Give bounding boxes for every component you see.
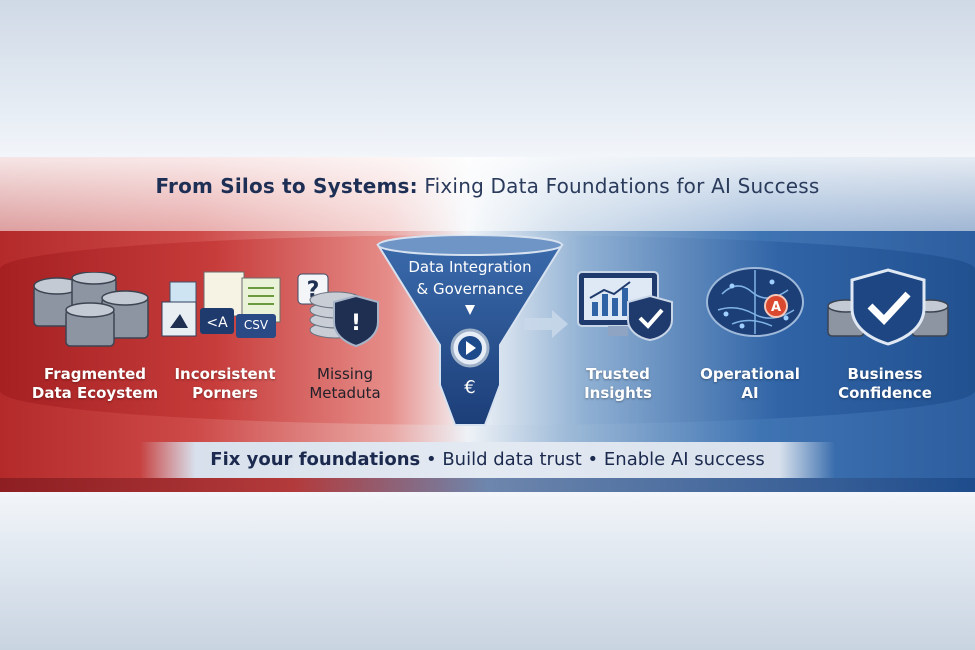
question-shield-icon: ? ! [297,273,379,348]
svg-text:€: € [464,377,475,398]
problem-1-line2: Data Ecoystem [31,384,159,402]
bottom-bar [0,478,975,492]
funnel-line2: & Governance [416,280,524,298]
banner [0,157,975,492]
outcome-label-1: Trusted Insights [570,365,666,403]
svg-text:<A: <A [206,315,228,331]
outcome-2-line1: Operational [700,365,800,383]
title-main: From Silos to Systems: [155,174,418,198]
funnel-label: Data Integration & Governance [380,256,560,300]
outcome-label-2: Operational AI [690,365,810,403]
problem-2-line2: Porners [192,384,258,402]
documents-icon: <A [161,271,281,338]
csv-tag: CSV [243,318,269,332]
problem-3-line2: Metaduta [309,384,381,402]
footer-band [140,442,835,478]
title-sub: Fixing Data Foundations for AI Success [424,174,820,198]
arrow-right-icon [524,310,568,338]
page-title: From Silos to Systems: Fixing Data Found… [0,174,975,198]
problem-label-2: Incorsistent Porners [160,365,290,403]
problem-2-line1: Incorsistent [174,365,276,383]
problem-3-line1: Missing [317,365,373,383]
problem-label-3: Missing Metaduta [290,365,400,403]
problem-1-line1: Fragmented [43,365,147,383]
svg-text:A: A [771,300,781,315]
monitor-shield-icon [577,271,673,342]
footer-part2: Build data trust [442,449,582,470]
outcome-3-line1: Business [847,365,923,383]
footer-tagline: Fix your foundations • Build data trust … [0,449,975,470]
outcome-1-line1: Trusted [586,365,650,383]
title-strip [0,157,975,231]
svg-text:!: ! [351,311,361,336]
outcome-2-line2: AI [741,384,759,402]
outcome-3-line2: Confidence [838,384,932,402]
footer-part1: Fix your foundations [210,449,421,470]
funnel-line1: Data Integration [408,258,532,276]
brain-icon: A [706,267,804,337]
footer-sep-1: • [425,449,437,470]
problem-label-1: Fragmented Data Ecoystem [20,365,170,403]
database-stack-icon [33,272,149,347]
footer-part3: Enable AI success [603,449,765,470]
funnel-icon: € [376,235,564,426]
outcome-label-3: Business Confidence [820,365,950,403]
shield-check-icon [827,268,949,346]
footer-sep-2: • [587,449,599,470]
outcome-1-line2: Insights [584,384,652,402]
